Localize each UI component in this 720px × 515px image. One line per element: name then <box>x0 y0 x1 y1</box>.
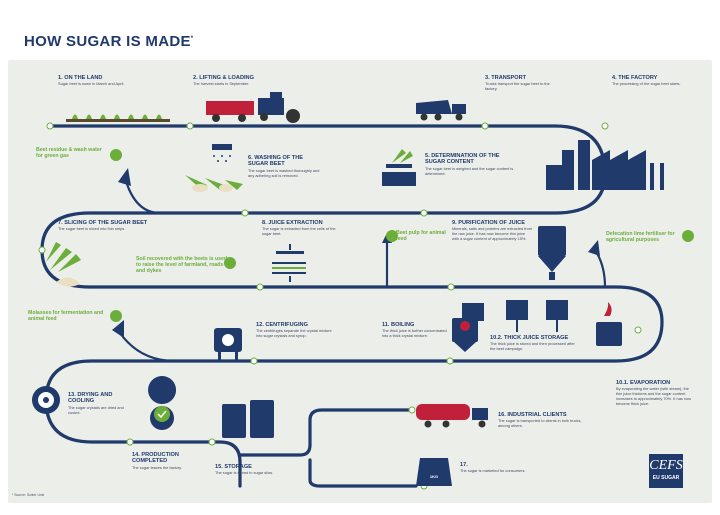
step-15: 15. STORAGE The sugar is stored in sugar… <box>215 464 274 476</box>
byproduct-beet-pulp: Beet pulp for animal feed <box>396 230 446 243</box>
sugar-bag-illustration <box>416 458 452 486</box>
drying-illustration <box>32 386 60 414</box>
step-6: 6. WASHING OF THE SUGAR BEET The sugar b… <box>248 155 320 178</box>
purification-silo-illustration <box>538 226 566 280</box>
byproduct-green-gas: Beet residue & wash water for green gas <box>36 147 102 160</box>
dump-truck-illustration <box>416 100 466 121</box>
step-1: 1. ON THE LAND Sugar beet is sown in Mar… <box>58 75 125 87</box>
centrifuge-illustration <box>214 328 242 360</box>
step-9: 9. PURIFICATION OF JUICE Minerals, salts… <box>452 220 533 241</box>
sugar-silos-illustration <box>222 400 274 438</box>
checkmark-pin-icon <box>148 376 177 430</box>
washing-illustration <box>185 144 243 192</box>
factory-illustration <box>546 140 664 190</box>
page-title: HOW SUGAR IS MADE* <box>24 33 194 50</box>
evaporation-illustration <box>596 302 622 346</box>
step-12: 12. CENTRIFUGING The centrifuges separat… <box>256 322 332 339</box>
step-5: 5. DETERMINATION OF THE SUGAR CONTENT Th… <box>425 153 514 176</box>
step-11: 11. BOILING The thick juice is further c… <box>382 322 447 339</box>
step-16: 16. INDUSTRIAL CLIENTS The sugar is tran… <box>498 412 582 429</box>
process-path <box>40 124 664 488</box>
step-2: 2. LIFTING & LOADING The harvest starts … <box>193 75 254 87</box>
step-10-2: 10.2. THICK JUICE STORAGE The thick juic… <box>490 335 575 352</box>
tanker-truck-illustration <box>416 404 488 428</box>
step-7: 7. SLICING OF THE SUGAR BEET The sugar b… <box>58 220 148 232</box>
step-3: 3. TRANSPORT Trucks transport the sugar … <box>485 75 550 92</box>
step-14: 14. PRODUCTION COMPLETED The sugar leave… <box>132 452 182 470</box>
byproduct-soil: Soil recovered with the beets is used to… <box>136 256 228 275</box>
cefs-logo: CEFS EU SUGAR <box>649 454 683 488</box>
extraction-illustration <box>272 244 306 282</box>
byproduct-molasses: Molasses for fermentation and animal fee… <box>28 310 104 323</box>
scale-illustration <box>382 149 416 186</box>
boiling-illustration <box>452 318 478 352</box>
beet-slices-illustration <box>46 242 81 287</box>
source-footnote: * Source: Suiker Unie <box>12 493 45 497</box>
diagram-panel <box>8 60 712 503</box>
path-nodes <box>38 122 642 490</box>
step-4: 4. THE FACTORY The processing of the sug… <box>612 75 681 87</box>
thick-juice-tanks-illustration <box>462 300 568 333</box>
recycle-icons <box>110 149 694 322</box>
tractor-illustration <box>206 92 300 123</box>
sugar-bag-label: 1KG <box>429 474 439 479</box>
step-13: 13. DRYING AND COOLING The sugar crystal… <box>68 392 124 415</box>
step-10-1: 10.1. EVAPORATION By evaporating the wat… <box>616 380 692 406</box>
step-17: 17. The sugar is marketed for consumers. <box>460 462 526 474</box>
branch-lines <box>119 177 607 363</box>
byproduct-lime-fertiliser: Defecation lime fertiliser for agricultu… <box>606 231 675 244</box>
beet-field-illustration <box>66 114 170 122</box>
step-8: 8. JUICE EXTRACTION The sugar is extract… <box>262 220 336 237</box>
